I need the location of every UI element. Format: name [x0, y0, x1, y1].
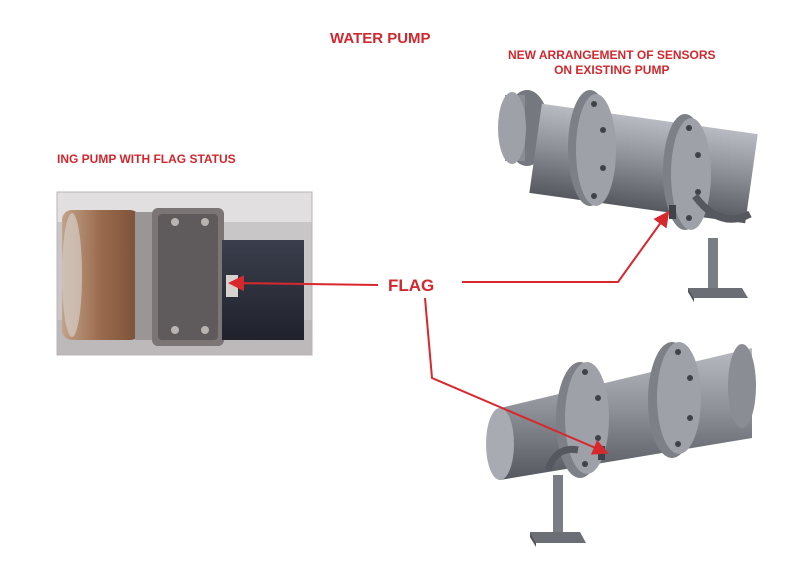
existing-pump-photo: [56, 191, 313, 356]
flag-marker-upper: [669, 205, 676, 219]
new-arrangement-label: NEW ARRANGEMENT OF SENSORS ON EXISTING P…: [508, 48, 716, 78]
flag-marker-photo: [226, 275, 238, 297]
pointer-to-lower: [424, 297, 609, 455]
copper-housing: [62, 210, 140, 340]
flag-label: FLAG: [388, 276, 435, 295]
pointer-to-photo: [228, 275, 379, 292]
upper-pump-drawing: [498, 90, 758, 302]
pointer-to-upper: [462, 210, 670, 283]
new-arrangement-line-2: ON EXISTING PUMP: [554, 63, 670, 77]
existing-pump-label: ING PUMP WITH FLAG STATUS: [57, 152, 236, 166]
flag-marker-lower: [598, 446, 605, 460]
diagram-title: WATER PUMP: [330, 30, 431, 47]
lower-pump-drawing: [486, 342, 756, 547]
flag-pointers: [228, 210, 670, 455]
new-arrangement-line-1: NEW ARRANGEMENT OF SENSORS: [508, 48, 716, 62]
